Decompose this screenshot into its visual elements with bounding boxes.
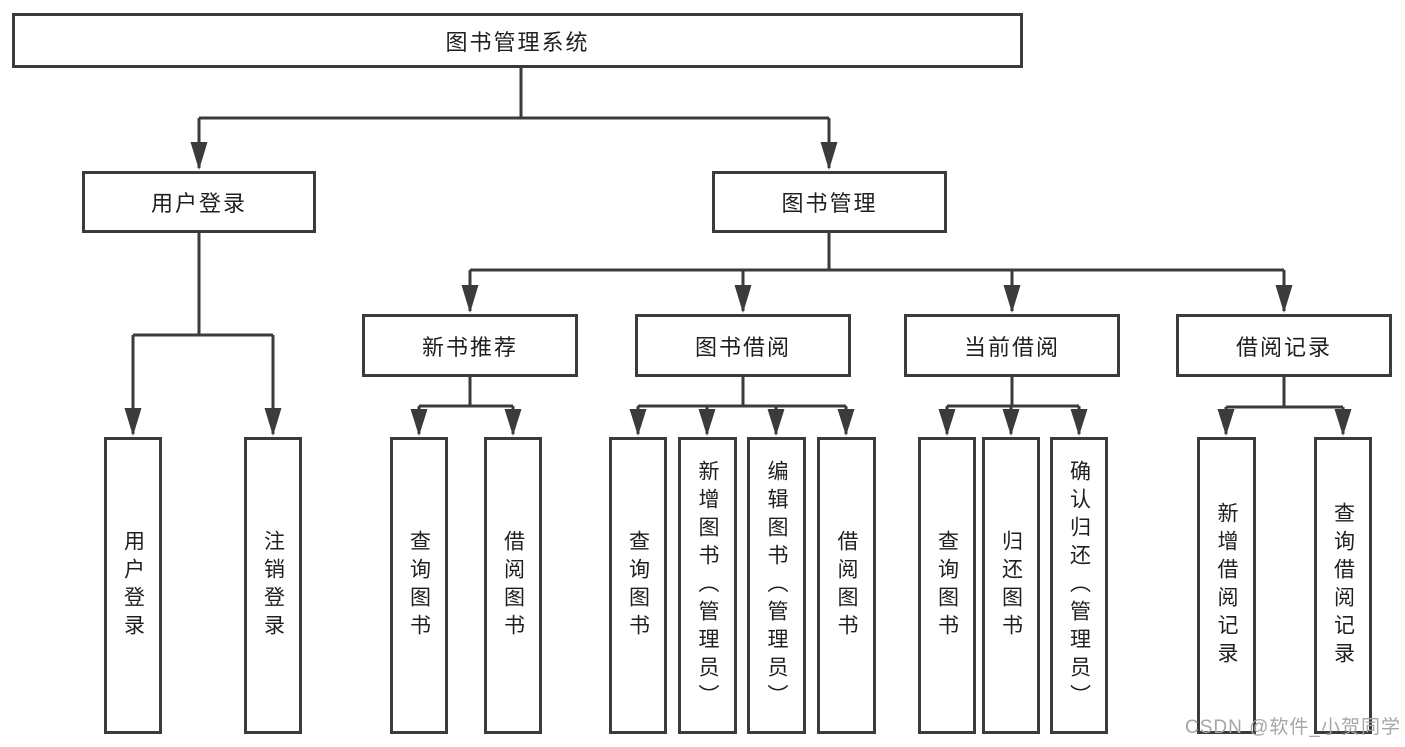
leaf-borrow-edit-books-label: 编辑图书（管理员） (765, 459, 788, 712)
node-new-book-rec-label: 新书推荐 (421, 334, 518, 360)
leaf-borrow-query-books: 查询图书 (609, 437, 667, 734)
node-current-borrow: 当前借阅 (904, 314, 1120, 377)
leaf-newrec-query-books-label: 查询图书 (407, 529, 431, 642)
node-book-mgmt-label: 图书管理 (781, 191, 878, 216)
leaf-borrow-add-books-label: 新增图书（管理员） (696, 459, 719, 712)
node-book-mgmt: 图书管理 (712, 171, 947, 233)
node-borrow-records-label: 借阅记录 (1235, 334, 1332, 360)
node-root-label: 图书管理系统 (445, 29, 590, 55)
leaf-newrec-borrow-books-label: 借阅图书 (501, 529, 525, 642)
leaf-borrow-borrow-books: 借阅图书 (817, 437, 876, 734)
leaf-current-query-books-label: 查询图书 (935, 529, 959, 642)
leaf-records-add-record-label: 新增借阅记录 (1215, 501, 1238, 670)
node-borrow-records: 借阅记录 (1176, 314, 1392, 377)
node-root: 图书管理系统 (12, 13, 1023, 68)
leaf-records-add-record: 新增借阅记录 (1197, 437, 1256, 734)
node-book-borrow: 图书借阅 (635, 314, 851, 377)
leaf-records-query-record: 查询借阅记录 (1314, 437, 1372, 734)
leaf-current-return-books: 归还图书 (982, 437, 1040, 734)
leaf-current-confirm-return-label: 确认归还（管理员） (1067, 459, 1091, 712)
node-current-borrow-label: 当前借阅 (963, 334, 1060, 360)
leaf-borrow-query-books-label: 查询图书 (626, 529, 650, 642)
leaf-newrec-query-books: 查询图书 (390, 437, 448, 734)
leaf-borrow-borrow-books-label: 借阅图书 (835, 529, 858, 642)
leaf-user-login: 用户登录 (104, 437, 162, 734)
leaf-records-query-record-label: 查询借阅记录 (1331, 501, 1355, 670)
leaf-current-confirm-return: 确认归还（管理员） (1050, 437, 1108, 734)
node-new-book-rec: 新书推荐 (362, 314, 578, 377)
watermark: CSDN @软件_小贺同学 (1185, 717, 1401, 738)
node-user-login: 用户登录 (82, 171, 316, 233)
node-user-login-label: 用户登录 (150, 191, 247, 216)
leaf-current-query-books: 查询图书 (918, 437, 976, 734)
leaf-user-login-label: 用户登录 (121, 529, 145, 642)
leaf-logout-label: 注销登录 (261, 529, 285, 642)
leaf-borrow-add-books: 新增图书（管理员） (678, 437, 737, 734)
leaf-logout: 注销登录 (244, 437, 302, 734)
leaf-borrow-edit-books: 编辑图书（管理员） (747, 437, 806, 734)
leaf-current-return-books-label: 归还图书 (999, 529, 1023, 642)
leaf-newrec-borrow-books: 借阅图书 (484, 437, 542, 734)
node-book-borrow-label: 图书借阅 (694, 334, 791, 360)
